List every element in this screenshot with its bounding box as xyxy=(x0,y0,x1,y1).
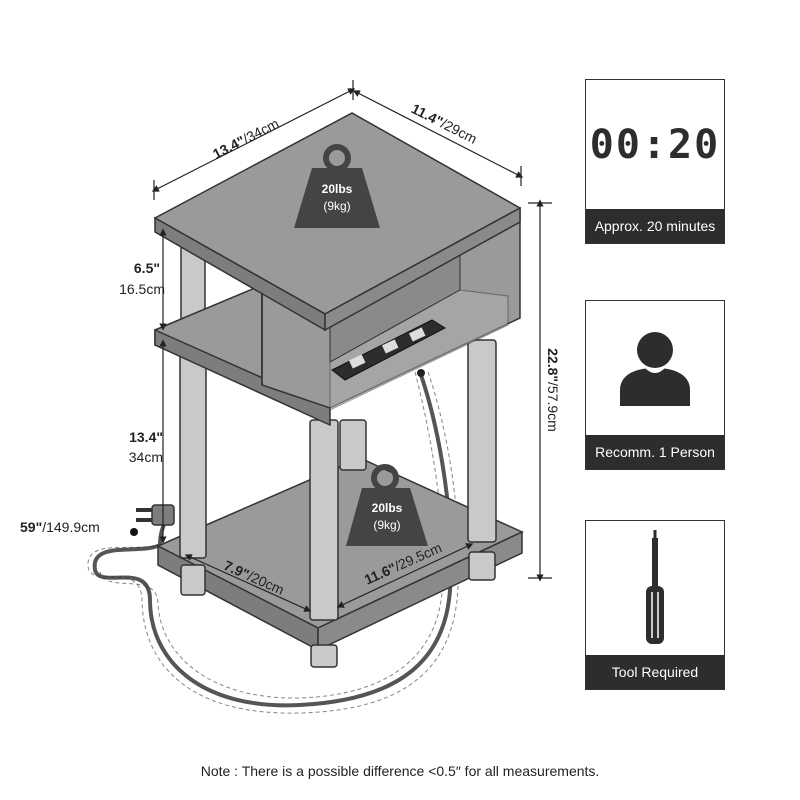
measurement-note: Note : There is a possible difference <0… xyxy=(200,763,600,779)
dim-lower-gap-imperial: 13.4" xyxy=(129,429,163,445)
dim-top-depth: 11.4"/29cm xyxy=(409,100,480,147)
svg-text:11.4"/29cm: 11.4"/29cm xyxy=(409,100,480,147)
dim-total-height: 22.8"/57.9cm xyxy=(545,348,561,432)
plug-icon xyxy=(130,504,175,536)
dim-shelf-gap-metric: 16.5cm xyxy=(119,281,165,297)
dim-shelf-gap-imperial: 6.5" xyxy=(134,260,160,276)
tool-card: Tool Required xyxy=(585,520,725,690)
assembly-time-card: 00:20 Approx. 20 minutes xyxy=(585,79,725,244)
weight-icon-bottom: 20lbs (9kg) xyxy=(346,464,428,546)
weight-bottom-metric: (9kg) xyxy=(373,518,400,532)
person-icon xyxy=(620,332,690,406)
power-outlet-strip xyxy=(331,319,447,381)
weight-bottom-imperial: 20lbs xyxy=(372,501,403,515)
svg-text:13.4"/34cm: 13.4"/34cm xyxy=(210,115,281,162)
weight-top-imperial: 20lbs xyxy=(322,182,353,196)
assembly-time-label: Approx. 20 minutes xyxy=(586,209,724,243)
people-label: Recomm. 1 Person xyxy=(586,435,724,469)
screwdriver-icon xyxy=(646,530,664,644)
dim-lower-gap-metric: 34cm xyxy=(129,449,163,465)
digital-clock-icon: 00:20 xyxy=(589,121,721,168)
weight-top-metric: (9kg) xyxy=(323,199,350,213)
tool-label: Tool Required xyxy=(586,655,724,689)
svg-text:22.8"/57.9cm: 22.8"/57.9cm xyxy=(545,348,561,432)
dimension-lines xyxy=(151,80,552,612)
dim-top-width: 13.4"/34cm xyxy=(210,115,281,162)
people-card: Recomm. 1 Person xyxy=(585,300,725,470)
dim-cord-length: 59"/149.9cm xyxy=(20,519,100,535)
